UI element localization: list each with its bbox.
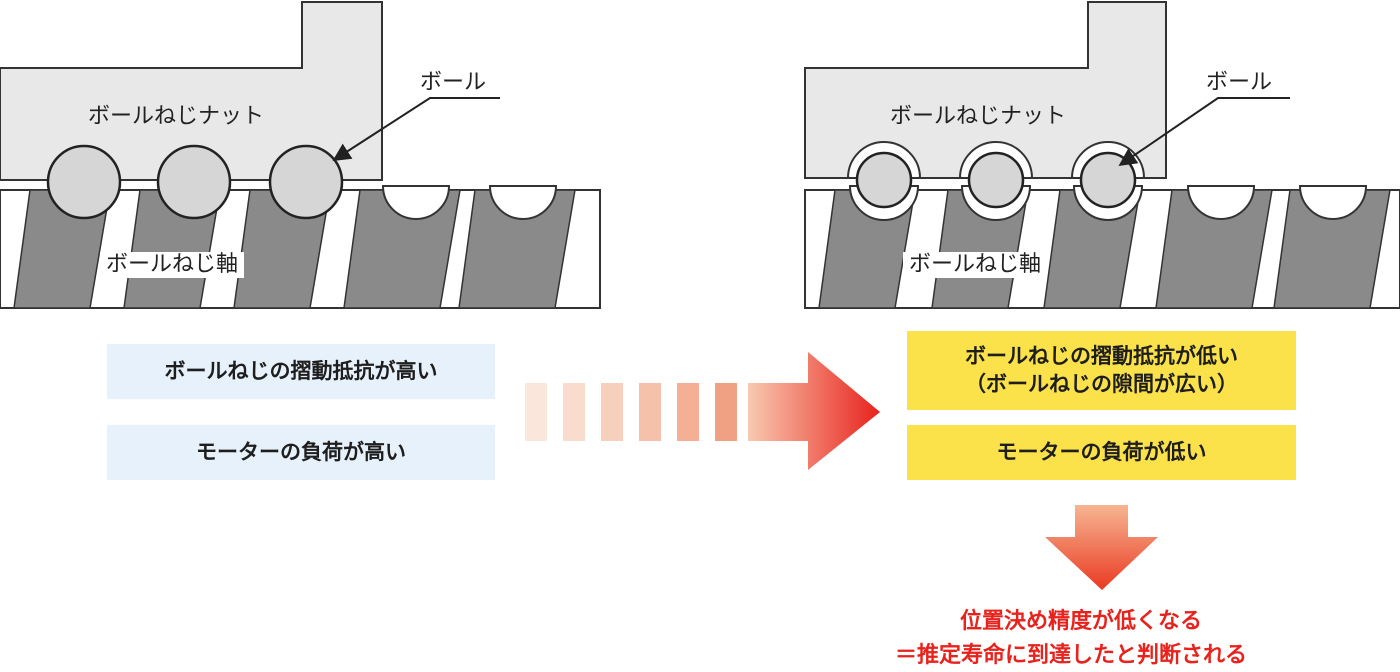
left-nut-label: ボールねじナット	[88, 104, 265, 129]
left-balls	[46, 144, 344, 220]
friction-high-box: ボールねじの摺動抵抗が高い	[107, 344, 495, 399]
down-arrow	[1045, 505, 1158, 590]
right-ball-screw-nut	[804, 1, 1167, 179]
right-panel	[804, 1, 1400, 309]
conclusion-line2: ＝推定寿命に到達したと判断される	[895, 643, 1248, 668]
friction-low-text-line2: （ボールねじの隙間が広い）	[965, 371, 1238, 396]
friction-low-text-line1: ボールねじの摺動抵抗が低い	[965, 344, 1238, 369]
right-ball-label: ボール	[1206, 70, 1273, 95]
right-nut-label: ボールねじナット	[890, 104, 1067, 129]
right-ball-leader	[1118, 97, 1290, 167]
right-shaft-label: ボールねじ軸	[903, 252, 1048, 278]
left-shaft-label: ボールねじ軸	[100, 252, 245, 278]
load-high-box: モーターの負荷が高い	[107, 425, 495, 480]
right-balls	[855, 151, 1137, 209]
left-ball-label: ボール	[420, 70, 487, 95]
friction-low-box: ボールねじの摺動抵抗が低い （ボールねじの隙間が広い）	[907, 331, 1296, 410]
left-ball-leader	[332, 97, 500, 161]
left-ball-screw-nut	[0, 1, 383, 181]
load-low-text: モーターの負荷が低い	[996, 439, 1207, 464]
transition-arrow	[525, 352, 880, 470]
conclusion-line1: 位置決め精度が低くなる	[960, 609, 1203, 634]
load-low-box: モーターの負荷が低い	[907, 425, 1296, 480]
left-panel	[0, 1, 601, 309]
friction-high-text: ボールねじの摺動抵抗が高い	[164, 358, 438, 383]
load-high-text: モーターの負荷が高い	[196, 439, 406, 464]
